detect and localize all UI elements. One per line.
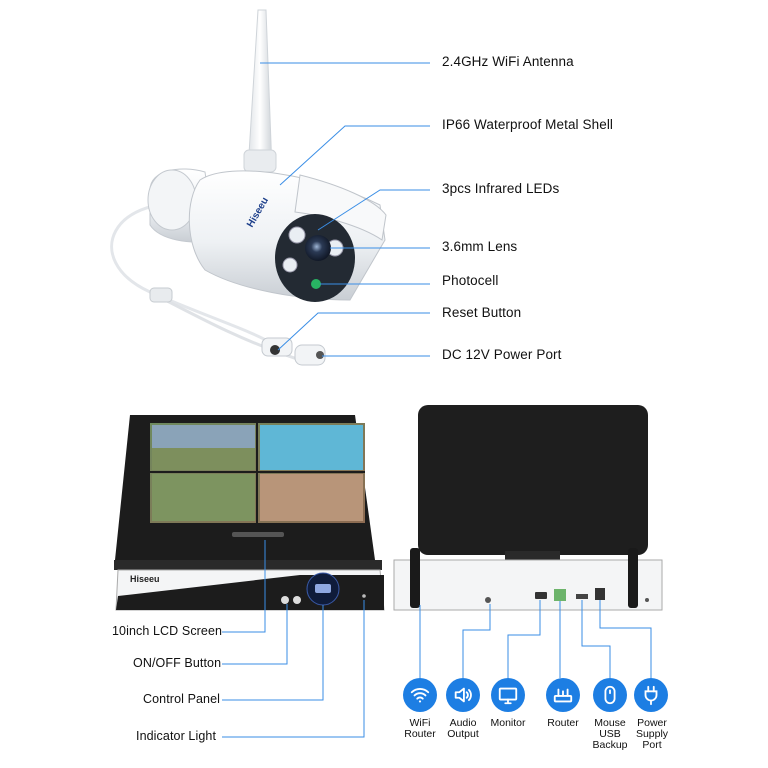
antenna: [247, 9, 273, 171]
lens: [305, 235, 331, 261]
nvr-back-leader-lines: [419, 600, 652, 678]
camera-leader-lines: [260, 62, 430, 357]
nvr-brand: Hiseeu: [130, 574, 160, 584]
photocell: [311, 279, 321, 289]
callout-reset-button: Reset Button: [442, 305, 522, 320]
monitor-icon: [491, 678, 525, 712]
callout-photocell: Photocell: [442, 273, 499, 288]
callout-indicator-light: Indicator Light: [136, 729, 217, 743]
back-screen: [418, 405, 648, 555]
cable-ports: [261, 337, 326, 366]
back-antenna-left: [410, 548, 420, 608]
back-antenna-right: [628, 548, 638, 608]
callout-power-port: DC 12V Power Port: [442, 347, 562, 362]
indicator-led: [362, 594, 366, 598]
callout-infrared-leds: 3pcs Infrared LEDs: [442, 181, 560, 196]
callout-lens: 3.6mm Lens: [442, 239, 518, 254]
nvr-front-illustration: Hiseeu: [114, 415, 385, 611]
mouse-icon: [593, 678, 627, 712]
callout-control-panel: Control Panel: [143, 692, 221, 706]
callout-lcd-screen: 10inch LCD Screen: [112, 624, 223, 638]
port-label-monitor: Monitor: [490, 717, 526, 729]
power-button-left: [281, 596, 289, 604]
nvr-front-leader-lines: [222, 540, 365, 738]
power-button-right: [293, 596, 301, 604]
wifi-icon: [403, 678, 437, 712]
nvr-back-illustration: [393, 405, 663, 611]
port-label-router: Router: [547, 717, 579, 729]
router-icon: [546, 678, 580, 712]
camera-cable: [110, 201, 276, 347]
callout-metal-shell: IP66 Waterproof Metal Shell: [442, 117, 614, 132]
power-plug-icon: [634, 678, 668, 712]
callout-onoff-button: ON/OFF Button: [133, 656, 222, 670]
cable-connector: [149, 287, 173, 303]
callout-antenna: 2.4GHz WiFi Antenna: [442, 54, 574, 69]
speaker-icon: [446, 678, 480, 712]
